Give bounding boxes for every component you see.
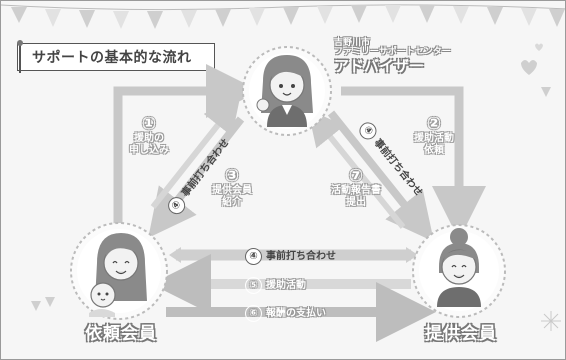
- arrow-consult-left: [150, 96, 241, 209]
- banner-pin-icon: [17, 40, 23, 73]
- step-7-label: ⑦ 活動報告書 提出: [331, 166, 381, 208]
- mother-with-baby-icon: [70, 222, 168, 320]
- provider-woman-icon: [412, 224, 506, 318]
- diagram-title-banner: サポートの基本的な流れ: [17, 43, 215, 71]
- arrow-dispatch: [341, 86, 486, 240]
- step-3-label: ③ 提供会員 紹介: [212, 166, 252, 208]
- heart-icon: [521, 60, 537, 75]
- step-2-label: ② 援助活動 依頼: [414, 114, 454, 156]
- arrow-consult-right: [327, 110, 434, 242]
- diagram-title: サポートの基本的な流れ: [32, 50, 192, 66]
- pennant-bunting: [1, 4, 565, 29]
- requester-member-label: 依頼会員: [85, 324, 157, 344]
- heart-icon-small: [535, 43, 543, 51]
- arrow-report: [307, 108, 406, 229]
- arrow-request: [113, 64, 260, 233]
- small-flag-icons: [31, 87, 551, 311]
- provider-member-label: 提供会員: [425, 324, 497, 344]
- org-role: アドバイザー: [334, 56, 425, 75]
- advisor-org-label: 吉野川市 ファミリーサポートセンター アドバイザー: [334, 38, 451, 75]
- org-name-line1: 吉野川市: [334, 38, 371, 48]
- sparkle-icon: [541, 311, 561, 331]
- step-1-label: ① 援助の 申し込み: [129, 114, 169, 156]
- org-name-line2: ファミリーサポートセンター: [334, 47, 451, 58]
- advisor-woman-icon: [242, 46, 332, 136]
